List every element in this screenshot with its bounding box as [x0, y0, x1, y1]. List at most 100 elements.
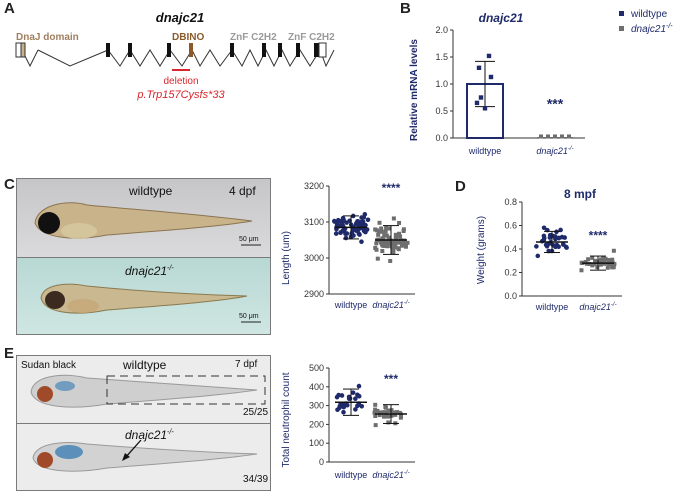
chart-e-point-wildtype — [344, 402, 350, 408]
chart-c-point-wildtype — [341, 217, 346, 222]
chart-c-point-mutant — [380, 249, 385, 254]
panel-a-letter: A — [4, 0, 15, 17]
larva-wildtype-sudan-image — [30, 374, 266, 408]
chart-c-point-wildtype — [349, 230, 355, 236]
chart-c-point-mutant — [376, 232, 381, 237]
chart-b-ylabel: Relative mRNA levels — [409, 39, 420, 141]
chart-b-point-mutant — [539, 134, 543, 139]
chart-c-point-mutant — [401, 227, 406, 232]
chart-e-point-mutant — [386, 408, 391, 413]
chart-e-point-mutant — [389, 408, 394, 413]
chart-c-point-mutant — [373, 227, 378, 232]
chart-e-point-wildtype — [355, 403, 360, 409]
chart-c-point-wildtype — [363, 222, 368, 228]
chart-d-point-mutant — [595, 265, 600, 270]
chart-c-ylabel: Length (um) — [281, 231, 292, 285]
chart-b-point-mutant — [567, 134, 571, 139]
chart-c-point-mutant — [375, 256, 380, 261]
chart-e-point-wildtype — [336, 392, 341, 398]
chart-c-point-mutant — [403, 244, 408, 249]
chart-c-point-wildtype — [365, 217, 371, 223]
chart-d-xtick-label: dnajc21-/- — [579, 302, 616, 312]
exon-10 — [314, 43, 319, 57]
chart-c-point-mutant — [384, 225, 389, 230]
chart-e-point-mutant — [398, 415, 403, 420]
chart-d-point-wildtype — [550, 233, 556, 239]
chart-c-point-mutant — [397, 220, 402, 225]
chart-d-ytick-label: 0.4 — [504, 244, 517, 254]
panel-b-letter: B — [400, 0, 411, 17]
chart-e-point-mutant — [382, 414, 387, 419]
legend-wildtype-marker — [619, 11, 624, 16]
chart-c-point-mutant — [374, 241, 379, 246]
chart-d-xtick-label: wildtype — [535, 302, 569, 312]
chart-e-point-wildtype — [346, 394, 352, 400]
chart-d-weight: 8 mpf Weight (grams) 0.00.20.40.60.8****… — [476, 187, 622, 312]
chart-b-point-wildtype — [486, 53, 492, 59]
chart-e-point-mutant — [373, 413, 378, 418]
chart-e-ytick-label: 0 — [319, 457, 324, 467]
chart-e-ytick-label: 500 — [309, 363, 324, 373]
photo-c2-scale: 50 μm — [239, 313, 259, 320]
chart-d-ytick-label: 0.0 — [504, 291, 517, 301]
chart-b-point-wildtype — [476, 65, 482, 70]
chart-c-point-mutant — [383, 229, 388, 234]
chart-e-point-mutant — [373, 402, 378, 407]
exon-9 — [296, 43, 300, 57]
chart-c-point-wildtype — [354, 220, 359, 226]
exon-6 — [230, 43, 234, 57]
chart-b-ytick-label: 1.0 — [435, 79, 448, 89]
chart-c-point-mutant — [391, 216, 396, 221]
chart-d-point-wildtype — [562, 235, 568, 240]
photo-mutant-4dpf: dnajc21-/- 50 μm — [16, 257, 271, 335]
chart-c-ytick-label: 3100 — [304, 217, 324, 227]
chart-d-point-mutant — [579, 268, 584, 273]
chart-d-point-mutant — [607, 260, 612, 265]
chart-b-ytick-label: 1.5 — [435, 52, 448, 62]
exon-utr-3 — [318, 42, 327, 58]
chart-e-point-mutant — [373, 407, 378, 412]
chart-d-ylabel: Weight (grams) — [476, 216, 487, 284]
chart-b-point-mutant — [546, 134, 550, 139]
chart-b-mrna: dnajc21 Relative mRNA levels wildtype dn… — [409, 9, 673, 156]
chart-d-point-wildtype — [535, 253, 541, 259]
chart-b-point-wildtype — [488, 74, 494, 80]
deletion-label: deletion — [163, 76, 198, 87]
chart-c-point-mutant — [377, 220, 382, 225]
chart-d-point-mutant — [587, 262, 592, 267]
chart-b-ytick-label: 0.0 — [435, 133, 448, 143]
chart-c-point-mutant — [393, 238, 398, 243]
chart-c-point-mutant — [379, 242, 384, 247]
chart-c-point-mutant — [384, 240, 389, 245]
chart-d-point-mutant — [598, 262, 603, 267]
chart-e-point-wildtype — [359, 403, 365, 409]
chart-c-point-wildtype — [353, 227, 358, 233]
chart-d-ytick-label: 0.2 — [504, 268, 517, 278]
exon-7 — [262, 43, 266, 57]
chart-e-point-wildtype — [340, 402, 345, 408]
chart-e-xtick-label: wildtype — [334, 470, 368, 480]
chart-d-point-mutant — [602, 256, 607, 261]
larva-mutant-sudan-image — [32, 439, 258, 472]
chart-e-point-wildtype — [339, 393, 345, 398]
chart-c-point-mutant — [397, 240, 402, 245]
chart-c-point-mutant — [396, 246, 401, 251]
chart-c-xtick-label: wildtype — [334, 300, 368, 310]
chart-c-point-mutant — [380, 236, 385, 241]
chart-c-point-mutant — [393, 245, 398, 250]
chart-c-point-wildtype — [359, 239, 364, 245]
chart-e-ytick-label: 300 — [309, 401, 324, 411]
exon-4 — [167, 43, 171, 57]
exon-8 — [278, 43, 282, 57]
chart-d-point-mutant — [611, 248, 616, 253]
chart-c-point-mutant — [377, 229, 382, 234]
chart-e-point-mutant — [383, 404, 388, 409]
exon-5 — [189, 43, 193, 57]
photo-e1-label: wildtype — [123, 358, 167, 372]
panel-e-letter: E — [4, 345, 15, 362]
chart-e-point-wildtype — [353, 407, 358, 412]
chart-c-point-mutant — [405, 240, 410, 245]
chart-d-point-wildtype — [563, 244, 569, 250]
chart-e-xtick-label: dnajc21-/- — [372, 470, 409, 480]
photo-e2-label: dnajc21-/- — [125, 428, 174, 442]
